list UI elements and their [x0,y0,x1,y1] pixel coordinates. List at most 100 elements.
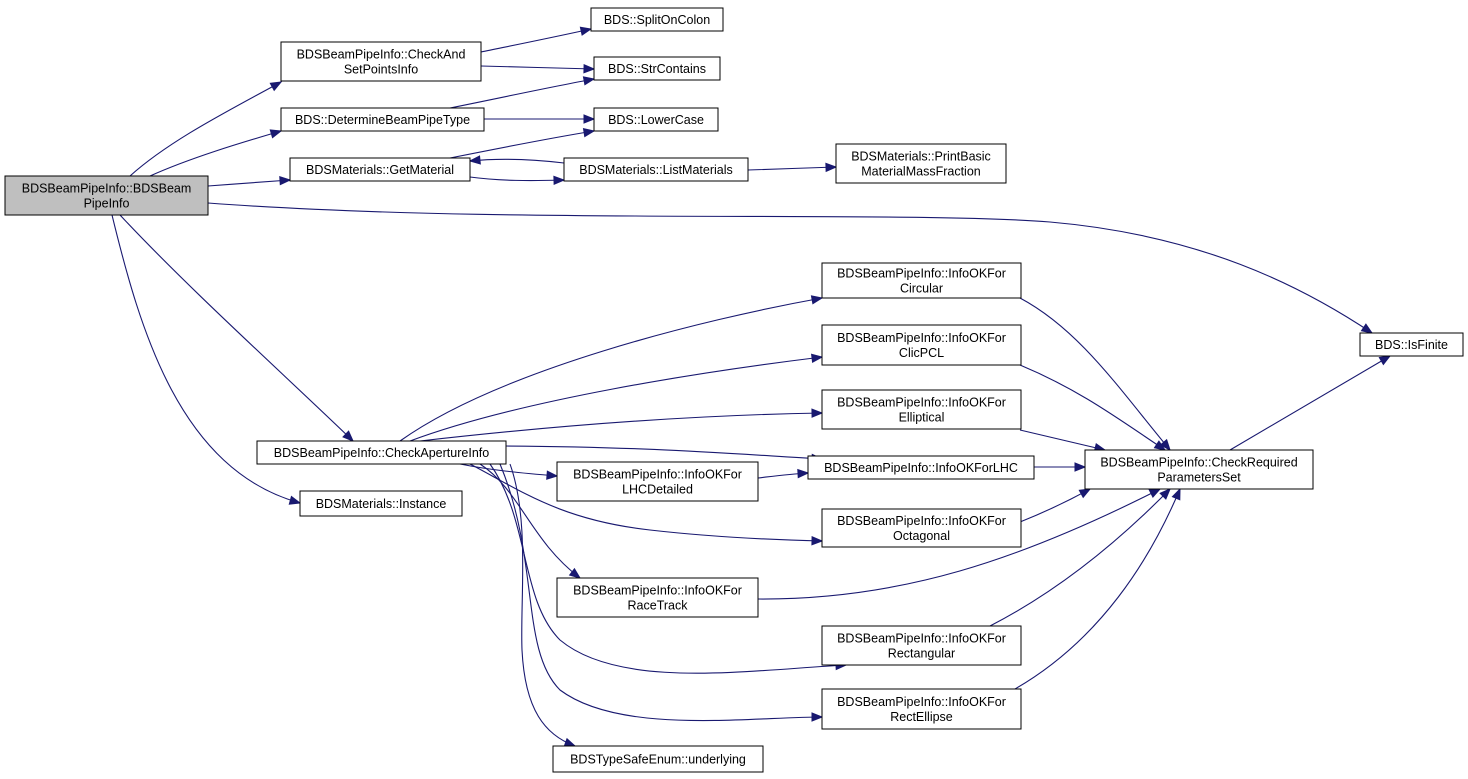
edge-line [129,81,282,177]
arrowhead-icon [1148,488,1162,498]
node-instance[interactable]: BDSMaterials::Instance [299,490,463,517]
node-label: ClicPCL [899,346,944,360]
arrowhead-icon [579,26,593,36]
edge-line [409,356,823,442]
arrowhead-icon [811,536,824,546]
edge-listMaterials-to-getMaterial [468,155,565,165]
edge-line [1019,488,1091,523]
node-label: BDSMaterials::ListMaterials [579,163,733,177]
node-box [1359,332,1464,357]
node-label: BDSMaterials::Instance [316,497,447,511]
edge-checkAperture-to-elliptical [419,408,824,442]
node-label: BDSBeamPipeInfo::BDSBeam [22,182,192,196]
node-box [4,175,209,216]
node-label: LHCDetailed [622,483,693,497]
arrowhead-icon [797,468,810,479]
node-box [590,7,724,32]
node-lhc[interactable]: BDSBeamPipeInfo::InfoOKForLHC [807,455,1035,480]
node-label: BDSBeamPipeInfo::InfoOKFor [837,331,1006,345]
arrowhead-icon [582,127,596,138]
node-checkRequired[interactable]: BDSBeamPipeInfo::CheckRequiredParameters… [1084,449,1314,490]
edge-rectangular-to-checkRequired [989,488,1171,627]
node-label: MaterialMassFraction [861,165,981,179]
node-label: ParametersSet [1157,471,1241,485]
node-listMaterials[interactable]: BDSMaterials::ListMaterials [563,157,749,182]
arrowhead-icon [825,162,838,173]
edge-determine-to-lowerCase [483,114,596,124]
node-lowerCase[interactable]: BDS::LowerCase [593,107,719,132]
edge-line [207,179,291,187]
node-box [256,440,507,465]
node-label: RectEllipse [890,710,953,724]
node-label: BDSTypeSafeEnum::underlying [570,753,746,767]
edge-circular-to-checkRequired [1019,297,1171,452]
node-label: RaceTrack [628,599,689,613]
node-getMaterial[interactable]: BDSMaterials::GetMaterial [289,157,471,182]
edge-octagonal-to-checkRequired [1019,488,1092,523]
arrowhead-icon [553,175,566,186]
edge-line [469,176,565,182]
node-underlying[interactable]: BDSTypeSafeEnum::underlying [552,745,764,773]
edge-line [449,78,595,109]
edge-root-to-checkAperture [119,214,354,442]
node-root[interactable]: BDSBeamPipeInfo::BDSBeamPipeInfo [4,175,209,216]
arrowhead-icon [1159,438,1171,452]
node-label: BDSBeamPipeInfo::InfoOKFor [837,632,1006,646]
edge-line [499,463,823,722]
node-printBasic[interactable]: BDSMaterials::PrintBasicMaterialMassFrac… [835,143,1007,184]
node-box [299,490,463,517]
arrowhead-icon [568,567,582,579]
edge-root-to-isFinite [207,202,1374,334]
node-label: BDSBeamPipeInfo::InfoOKForLHC [824,461,1018,475]
edge-listMaterials-to-printBasic [747,162,838,173]
call-edges [111,26,1392,747]
node-label: BDSMaterials::GetMaterial [306,163,454,177]
edge-line [480,28,592,53]
edge-line [399,297,823,442]
edge-line [1019,429,1106,451]
arrowhead-icon [1360,323,1374,334]
node-label: BDSBeamPipeInfo::CheckAnd [297,48,466,62]
edge-line [747,166,837,171]
node-label: BDS::DetermineBeamPipeType [295,113,470,127]
edge-root-to-checkAndSet [129,81,283,177]
edge-lhcDetailed-to-lhc [757,468,810,479]
edge-line [1229,355,1391,451]
edge-line [469,463,823,542]
node-splitOnColon[interactable]: BDS::SplitOnColon [590,7,724,32]
node-label: BDSBeamPipeInfo::CheckRequired [1100,456,1297,470]
arrowhead-icon [342,430,354,442]
node-label: BDSBeamPipeInfo::InfoOKFor [573,584,742,598]
node-strContains[interactable]: BDS::StrContains [593,56,721,81]
node-label: BDSBeamPipeInfo::InfoOKFor [573,468,742,482]
node-checkAperture[interactable]: BDSBeamPipeInfo::CheckApertureInfo [256,440,507,465]
edge-line [469,158,565,164]
node-box [280,107,485,132]
node-label: Rectangular [888,647,955,661]
arrowhead-icon [582,76,596,86]
node-box [280,41,482,82]
arrowhead-icon [1159,488,1171,500]
node-box [556,577,759,618]
edge-line [757,488,1161,600]
node-box [807,455,1035,480]
arrowhead-icon [811,408,824,418]
node-isFinite[interactable]: BDS::IsFinite [1359,332,1464,357]
node-label: BDS::SplitOnColon [604,13,710,27]
node-box [563,157,749,182]
node-box [821,625,1022,666]
node-determine[interactable]: BDS::DetermineBeamPipeType [280,107,485,132]
edge-elliptical-to-checkRequired [1019,429,1107,453]
edge-line [449,130,595,159]
node-box [289,157,471,182]
